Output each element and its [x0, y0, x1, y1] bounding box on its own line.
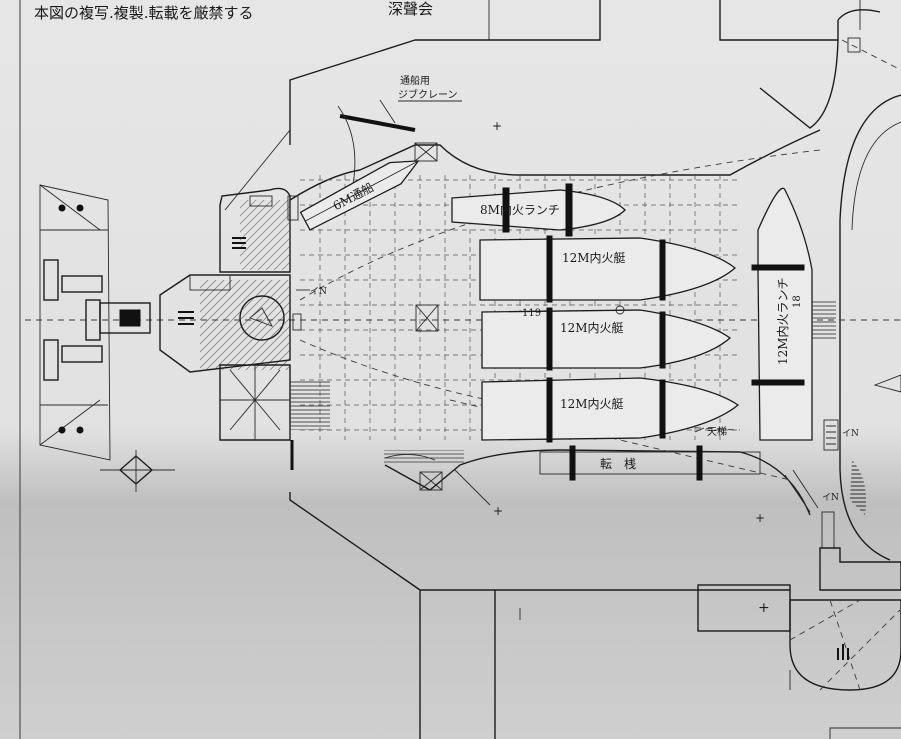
funnel-outline — [839, 94, 901, 561]
funnel-inner — [851, 121, 901, 231]
boat-12m-b-label: 12M内火艇 — [560, 321, 624, 335]
dash-top-right — [841, 39, 901, 71]
reg-mark-1: + — [492, 119, 502, 133]
bollard-lower — [419, 471, 443, 491]
boat-raft-label: 転 桟 — [600, 457, 636, 471]
superstructure-outline-top — [415, 0, 839, 129]
stern-hatching — [200, 280, 290, 370]
mark-ladder-leader — [694, 427, 705, 433]
deck-outline-lower — [289, 492, 790, 591]
round-platform — [789, 599, 901, 691]
crane-leader-line — [379, 99, 396, 124]
boat-8m-label: 8M内火ランチ — [480, 203, 560, 217]
round-platform-dashes — [789, 599, 901, 691]
copy-prohibition-notice: 本図の複写.複製.転載を厳禁する — [34, 4, 254, 22]
arrow-lower — [454, 469, 491, 506]
hatch-lower-deck — [384, 450, 464, 464]
deckhouse-post — [287, 195, 299, 221]
stern-machinery — [39, 184, 151, 461]
deckhouse-hatching — [240, 200, 290, 270]
ladder-right-rungs — [826, 425, 836, 445]
crane-label-line1: 通船用 — [400, 74, 430, 87]
crane-pedestal-x2 — [414, 142, 438, 162]
bollard-lower-x2 — [419, 471, 443, 491]
jib-crane-swing-arc — [337, 105, 356, 191]
reg-mark-3: + — [493, 504, 503, 518]
crane-sweep-upper — [299, 149, 821, 301]
deck-hatch-mid-x2 — [415, 304, 439, 332]
mark-119: 119 — [522, 308, 541, 319]
deck-hatch-mid — [415, 304, 439, 332]
hatch-right-upper — [812, 300, 836, 340]
deck-box-lower — [697, 584, 791, 632]
deckhouse-lower-bracing — [220, 365, 290, 440]
boat-12m-b: 12M内火艇 — [481, 305, 732, 371]
deck-edge-lower — [384, 449, 811, 516]
crane-pedestal — [414, 142, 438, 162]
deck-box-plus: + — [758, 600, 770, 616]
boat-12m-c: 12M内火艇 — [481, 377, 740, 443]
deck-lower-right — [819, 547, 901, 591]
ladder-lower-right — [821, 511, 835, 549]
inclined-ladder — [784, 469, 819, 513]
boat-raft: 転 桟 — [539, 445, 761, 481]
mark-ladder: 天梯 — [707, 425, 727, 438]
boat-8m-launch: 8M内火ランチ — [451, 183, 626, 237]
mark-18: 18 — [792, 295, 803, 308]
crane-label-line2: ジブクレーン — [398, 88, 458, 101]
boat-12m-a: 12M内火艇 — [479, 235, 737, 303]
sheet-corner-box — [829, 727, 901, 739]
boat-6m: 6M通船 — [299, 160, 420, 231]
boat-12m-launch-label: 12M内火ランチ — [776, 277, 790, 365]
deck-outline-upper-left — [289, 39, 416, 145]
hatch-right-lower — [850, 460, 867, 515]
mark-in-1: イN — [310, 287, 327, 297]
deck-edge-upper — [289, 129, 821, 201]
drawing-owner: 深聲会 — [388, 0, 433, 18]
mark-in-3: イN — [822, 493, 839, 503]
jib-crane-arm — [339, 114, 416, 132]
round-platform-vents — [837, 644, 849, 660]
deck-lower-extension — [419, 590, 496, 739]
deckhouse-lower — [219, 364, 291, 441]
deck-diagonal — [224, 129, 291, 211]
funnel-marker — [873, 374, 901, 393]
stern-post — [292, 313, 302, 331]
boat-12m-c-label: 12M内火艇 — [560, 397, 624, 411]
deck-hatch-lower — [290, 380, 330, 430]
ladder-right — [823, 419, 839, 451]
bridge-curve — [837, 9, 881, 21]
boat-12m-launch: 12M内火ランチ 18 — [751, 187, 813, 441]
reg-mark-2: + — [755, 511, 765, 525]
ladder-top — [847, 37, 861, 53]
mark-in-2: イN — [842, 429, 859, 439]
boat-12m-a-label: 12M内火艇 — [562, 251, 626, 265]
